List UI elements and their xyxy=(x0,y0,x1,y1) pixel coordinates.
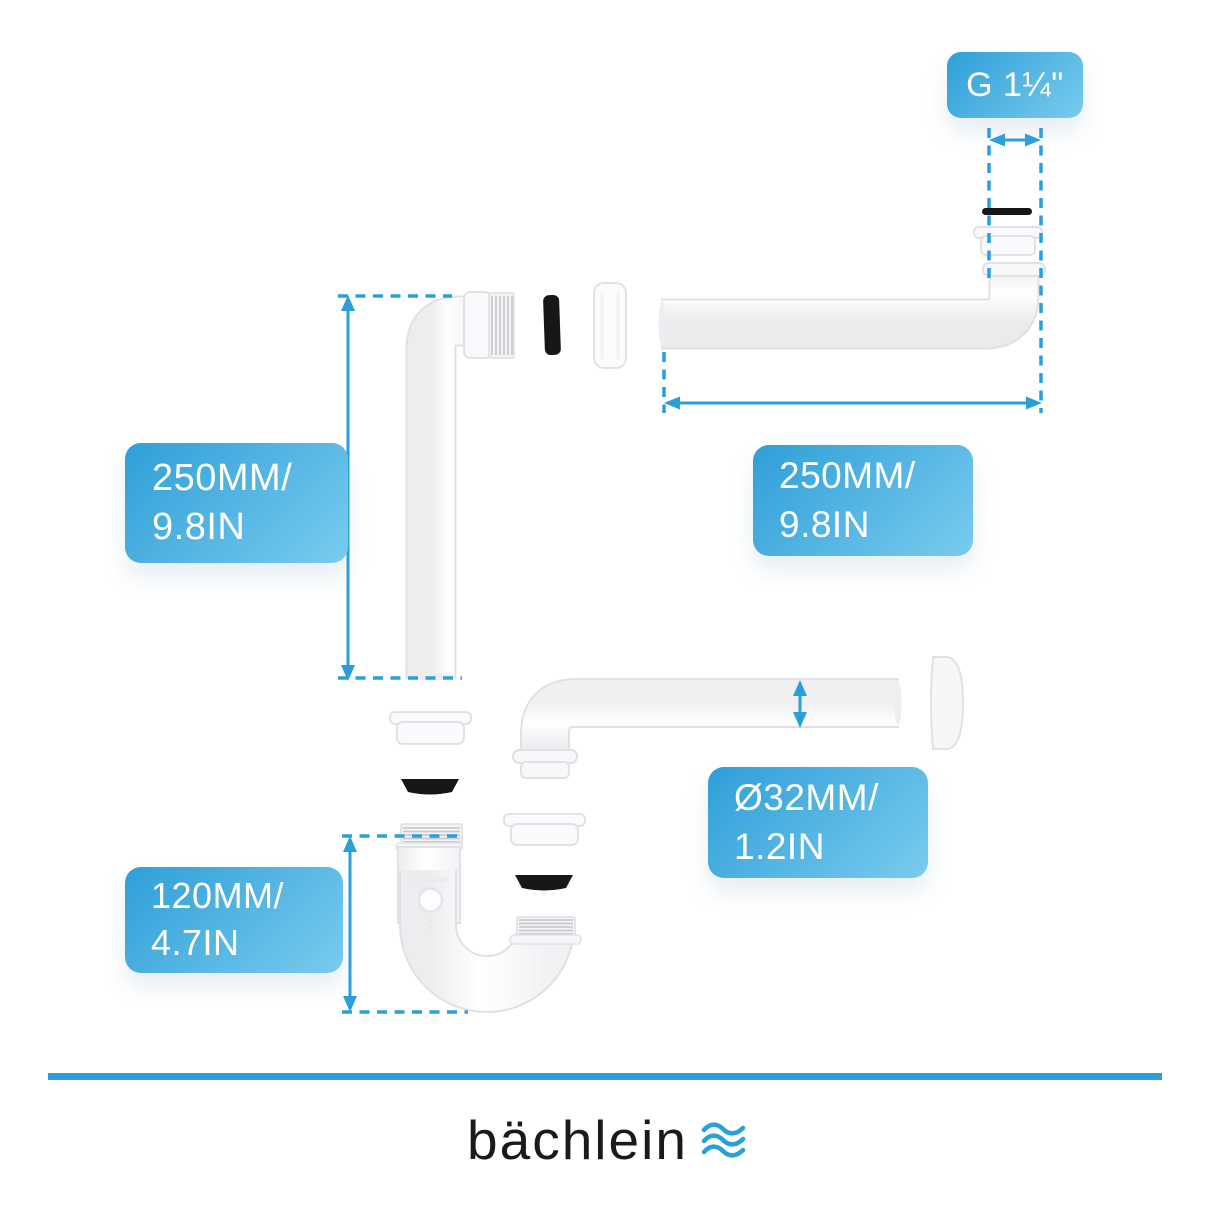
dimension-lines xyxy=(338,128,1043,1014)
footer-divider-line xyxy=(48,1073,1162,1080)
male-thread xyxy=(488,292,515,359)
arrowhead-right-icon xyxy=(1025,133,1041,147)
pipe-diameter-label: Ø32MM/ 1.2IN xyxy=(708,767,928,878)
triple-wave-icon xyxy=(701,1122,746,1158)
union-nut xyxy=(503,813,586,846)
arrowhead-up-icon xyxy=(341,295,355,311)
horizontal-250mm-dimension xyxy=(662,352,1042,413)
vertical-length-label: 250MM/ 9.8IN xyxy=(125,443,348,563)
thread-size-dimension xyxy=(987,128,1043,413)
trap-height-label: 120MM/ 4.7IN xyxy=(125,867,343,973)
pipe-hub xyxy=(463,291,492,359)
body-marking xyxy=(413,877,449,882)
inlet-pipe-assembly xyxy=(405,208,1046,681)
thread-size-text: G 1¼" xyxy=(966,65,1064,104)
pipe-flange xyxy=(982,262,1046,277)
union-nut xyxy=(973,226,1043,256)
cone-gasket xyxy=(401,779,459,795)
brand-emboss xyxy=(417,887,444,913)
trap-height-dimension xyxy=(342,834,468,1014)
male-thread xyxy=(516,916,576,939)
arrowhead-right-icon xyxy=(1026,396,1042,410)
outlet-pipe-assembly xyxy=(389,656,965,795)
pipe-socket xyxy=(520,761,570,779)
brand-name: bächlein xyxy=(467,1109,688,1171)
arrowhead-down-icon xyxy=(341,665,355,681)
brand-logo: bächlein xyxy=(0,1108,1214,1172)
arrowhead-up-icon xyxy=(793,680,807,696)
flat-gasket xyxy=(982,208,1032,215)
arrowhead-left-icon xyxy=(664,396,680,410)
flat-gasket xyxy=(543,294,561,356)
cone-gasket xyxy=(515,875,573,891)
siphon-trap xyxy=(395,813,586,1013)
arrowhead-down-icon xyxy=(793,712,807,728)
union-nut xyxy=(593,282,627,369)
horizontal-length-label: 250MM/ 9.8IN xyxy=(753,445,973,556)
arrowhead-left-icon xyxy=(989,133,1005,147)
pipe-diameter-dimension xyxy=(793,680,807,728)
vertical-250mm-dimension xyxy=(338,294,462,681)
union-nut xyxy=(389,711,472,745)
trap-collar xyxy=(509,934,582,945)
arrowhead-down-icon xyxy=(343,996,357,1012)
wall-rosette xyxy=(930,656,965,750)
thread-size-label: G 1¼" xyxy=(947,52,1083,118)
arrowhead-up-icon xyxy=(343,836,357,852)
